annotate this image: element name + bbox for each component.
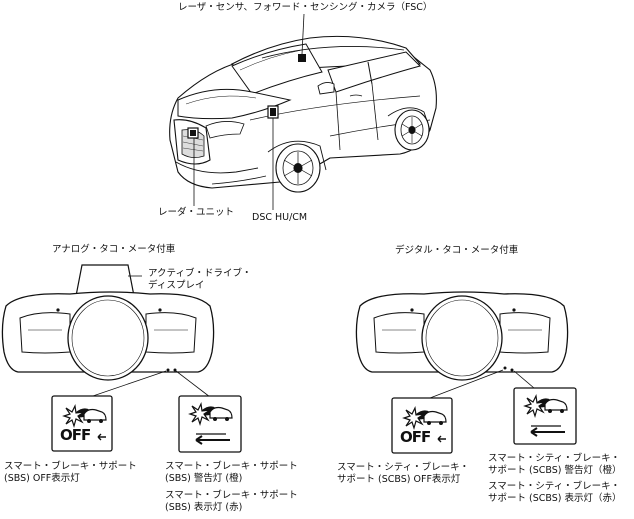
off-text: OFF [400,428,431,446]
hud-label-line1: アクティブ・ドライブ・ [148,268,252,279]
scbs-off-label-line1: スマート・シティ・ブレーキ・ [337,462,470,473]
dsc-unit-label: DSC HU/CM [252,212,308,223]
sbs-warning-label-line1: スマート・ブレーキ・サポート [165,461,298,472]
scbs-indicator-label-line1: スマート・シティ・ブレーキ・ [488,481,621,492]
radar-unit-label: レーダ・ユニット [158,207,235,218]
hud-label-line2: ディスプレイ [148,280,205,291]
analog-meter-cluster [1,291,215,381]
off-text: OFF [60,426,91,444]
laser-sensor-label: レーザ・センサ、フォワード・センシング・カメラ（FSC） [178,2,433,13]
scbs-off-indicator-icon [391,397,453,454]
sbs-warning-label-line2: (SBS) 警告灯 (橙) [165,473,243,484]
sbs-off-indicator-icon [51,395,113,452]
scbs-off-label-line2: サポート (SCBS) OFF表示灯 [337,474,461,485]
digital-section-title: デジタル・タコ・メータ付車 [395,245,519,256]
scbs-warning-label-line1: スマート・シティ・ブレーキ・ [488,453,621,464]
sbs-indicator-label-line1: スマート・ブレーキ・サポート [165,490,298,501]
scbs-warning-label-line2: サポート (SCBS) 警告灯（橙） [488,465,622,476]
scbs-indicator-label-line2: サポート (SCBS) 表示灯（赤） [488,493,622,504]
sbs-warning-light-icon [178,395,242,453]
sbs-indicator-label-line2: (SBS) 表示灯 (赤) [165,502,243,513]
scbs-warning-light-icon [513,387,577,445]
laser-sensor-marker [298,54,306,62]
digital-meter-cluster [355,291,569,381]
sbs-off-label-line2: (SBS) OFF表示灯 [4,473,80,484]
analog-section-title: アナログ・タコ・メータ付車 [52,244,176,255]
sbs-off-label-line1: スマート・ブレーキ・サポート [4,461,137,472]
active-driving-display-panel [75,264,135,297]
